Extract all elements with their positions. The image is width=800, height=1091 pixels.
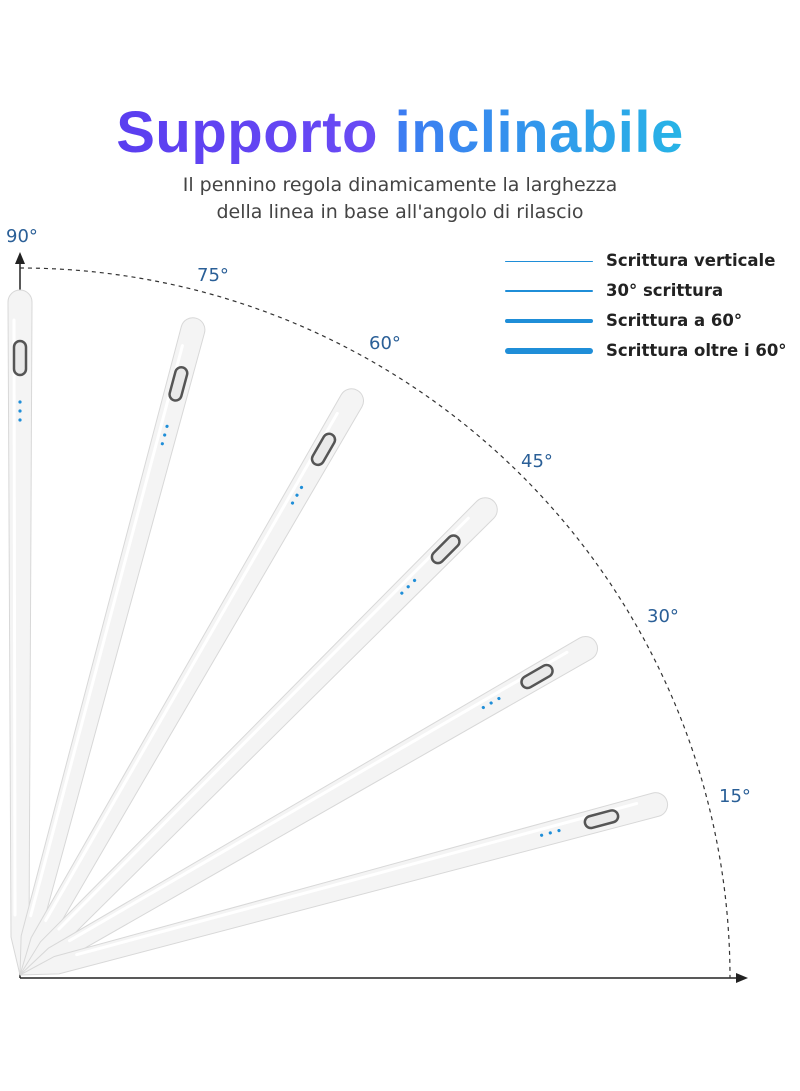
pen-body (19, 388, 364, 976)
legend-line-medium (505, 290, 593, 292)
stylus-pen-15 (19, 792, 669, 976)
pen-body (19, 497, 498, 976)
pen-indicator-dot (18, 400, 22, 404)
legend-line-thick (505, 319, 593, 323)
pen-indicator-dot (18, 409, 22, 413)
angle-label-15: 15° (719, 786, 751, 807)
angle-label-30: 30° (647, 606, 679, 627)
pen-highlight (57, 516, 470, 931)
pen-indicator-dot (539, 833, 544, 837)
stylus-pen-30 (19, 636, 598, 976)
angle-label-90: 90° (6, 226, 38, 247)
pen-indicator-dot (295, 493, 299, 497)
pen-button-icon (583, 809, 620, 830)
legend-line-thin (505, 261, 593, 262)
pen-indicator-dot (406, 585, 410, 589)
legend: Scrittura verticale 30° scrittura Scritt… (500, 248, 800, 368)
pen-highlight (12, 318, 17, 917)
subtitle-line-2: della linea in base all'angolo di rilasc… (216, 201, 584, 223)
pen-indicator-dot (412, 578, 417, 583)
pen-indicator-dot (497, 696, 501, 701)
pen-body (7, 289, 33, 976)
pen-button-icon (12, 339, 28, 377)
angle-label-45: 45° (521, 451, 553, 472)
pen-button-icon (520, 663, 554, 690)
legend-line-thickest (505, 348, 593, 354)
page-title: Supporto inclinabile (0, 100, 800, 166)
pen-button-icon (430, 534, 461, 565)
pen-indicator-dot (299, 485, 304, 490)
pen-indicator-dot (18, 418, 22, 422)
legend-label: Scrittura oltre i 60° (606, 341, 787, 360)
pen-indicator-dot (165, 424, 169, 428)
legend-item: Scrittura oltre i 60° (500, 338, 800, 368)
pen-button-icon (310, 432, 337, 467)
pen-indicator-dot (163, 433, 167, 437)
pen-highlight (67, 650, 569, 943)
angle-arc (19, 267, 731, 979)
angle-label-60: 60° (369, 333, 401, 354)
subtitle-line-1: Il pennino regola dinamicamente la largh… (182, 174, 618, 196)
legend-item: Scrittura a 60° (500, 308, 800, 338)
pen-highlight (75, 802, 639, 957)
pen-indicator-dot (400, 591, 404, 595)
angle-label-75: 75° (197, 265, 229, 286)
x-axis-arrow-icon (736, 973, 748, 983)
stylus-pen-75 (19, 317, 206, 976)
pen-button-icon (168, 365, 189, 402)
pens-group (7, 289, 669, 976)
legend-item: 30° scrittura (500, 278, 800, 308)
pen-highlight (29, 344, 184, 918)
title-word-inclinabile: inclinabile (394, 100, 684, 165)
pen-indicator-dot (489, 701, 493, 705)
stylus-pen-90 (7, 289, 33, 976)
pen-indicator-dot (548, 831, 552, 835)
stylus-pen-45 (19, 497, 498, 976)
pen-indicator-dot (290, 501, 295, 505)
pen-body (19, 317, 206, 976)
pen-body (19, 636, 598, 976)
legend-label: Scrittura verticale (606, 251, 776, 270)
legend-item: Scrittura verticale (500, 248, 800, 278)
title-word-supporto: Supporto (116, 100, 378, 165)
legend-label: 30° scrittura (606, 281, 724, 300)
pen-indicator-dot (557, 828, 561, 833)
y-axis-arrow-icon (15, 252, 25, 264)
pen-highlight (44, 411, 339, 923)
pen-indicator-dot (481, 705, 485, 710)
stylus-pen-60 (19, 388, 364, 976)
legend-label: Scrittura a 60° (606, 311, 743, 330)
pen-indicator-dot (160, 442, 164, 446)
